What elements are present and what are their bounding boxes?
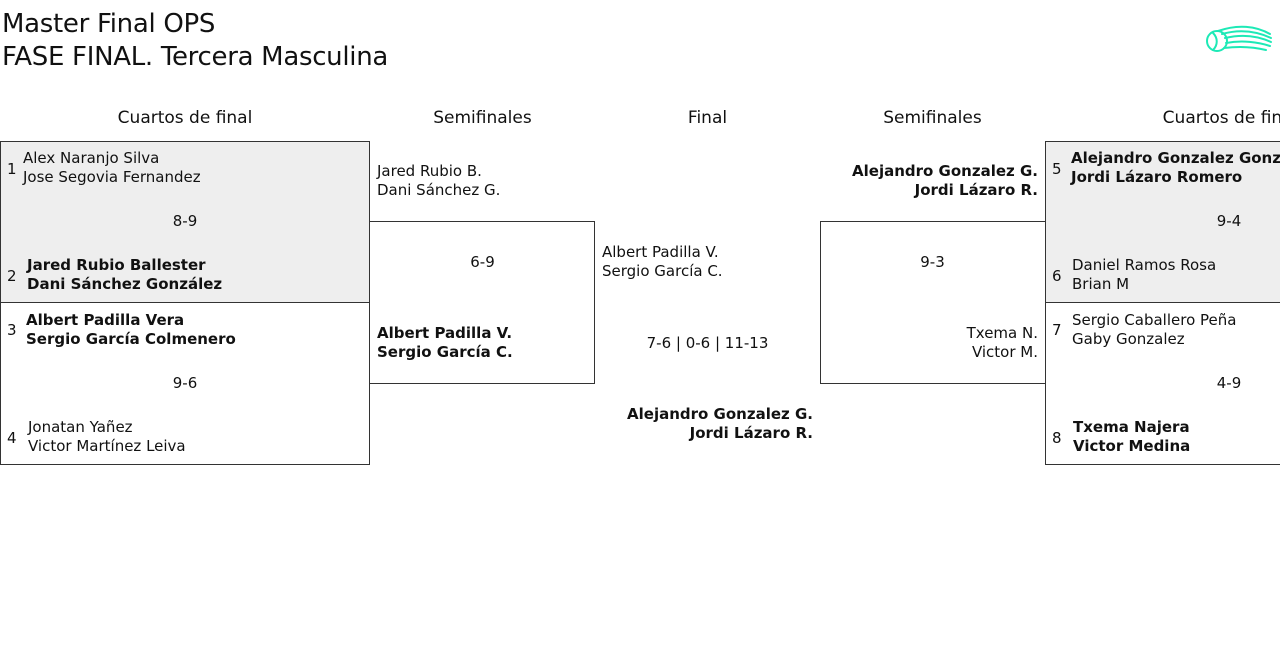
quarterfinal-match-4[interactable] <box>1045 302 1280 465</box>
semifinal-left-team-2-winner: Albert Padilla V. Sergio García C. <box>377 324 513 362</box>
quarterfinal-match-3[interactable] <box>1045 141 1280 303</box>
player-name: Albert Padilla V. <box>602 243 719 261</box>
semifinal-left-team-1: Jared Rubio B. Dani Sánchez G. <box>377 162 500 200</box>
player-name: Jordi Lázaro R. <box>914 181 1038 199</box>
player-name: Jose Segovia Fernandez <box>23 168 201 186</box>
player-name: Alejandro Gonzalez G. <box>627 405 813 423</box>
match-score: 9-6 <box>172 374 198 392</box>
match-score: 9-4 <box>1216 212 1242 230</box>
player-name: Jonatan Yañez <box>28 418 133 436</box>
team-seed-7: Sergio Caballero Peña Gaby Gonzalez <box>1072 311 1236 349</box>
seed-number: 2 <box>7 267 17 285</box>
team-seed-6: Daniel Ramos Rosa Brian M <box>1072 256 1216 294</box>
match-score: 8-9 <box>172 212 198 230</box>
match-score: 9-3 <box>920 253 945 271</box>
seed-number: 1 <box>7 160 17 178</box>
column-header-semifinals-right: Semifinales <box>883 108 982 128</box>
semifinal-right-team-2: Txema N. Victor M. <box>967 324 1038 362</box>
player-name: Alejandro Gonzalez Gonzalez <box>1071 149 1280 167</box>
tennis-ball-logo-icon <box>1204 20 1274 62</box>
seed-number: 4 <box>7 429 17 447</box>
seed-number: 3 <box>7 321 17 339</box>
player-name: Brian M <box>1072 275 1130 293</box>
player-name: Alex Naranjo Silva <box>23 149 160 167</box>
player-name: Victor Martínez Leiva <box>28 437 186 455</box>
player-name: Albert Padilla V. <box>377 324 513 342</box>
player-name: Sergio Caballero Peña <box>1072 311 1237 329</box>
team-seed-8-winner: Txema Najera Victor Medina <box>1073 418 1190 456</box>
player-name: Sergio García Colmenero <box>26 330 236 348</box>
player-name: Sergio García C. <box>602 262 723 280</box>
column-header-quarterfinals-left: Cuartos de final <box>117 108 253 128</box>
final-team-1: Albert Padilla V. Sergio García C. <box>602 243 723 281</box>
player-name: Jared Rubio Ballester <box>27 256 206 274</box>
seed-number: 8 <box>1052 429 1062 447</box>
team-seed-5-winner: Alejandro Gonzalez Gonzalez Jordi Lázaro… <box>1071 149 1280 187</box>
team-seed-3-winner: Albert Padilla Vera Sergio García Colmen… <box>26 311 236 349</box>
column-header-final: Final <box>687 108 728 128</box>
semifinal-match-left[interactable] <box>369 221 595 384</box>
match-score: 6-9 <box>470 253 495 271</box>
player-name: Albert Padilla Vera <box>26 311 185 329</box>
match-score: 4-9 <box>1216 374 1242 392</box>
seed-number: 6 <box>1052 267 1062 285</box>
player-name: Txema Najera <box>1073 418 1190 436</box>
player-name: Victor M. <box>971 343 1038 361</box>
column-header-quarterfinals-right: Cuartos de final <box>1162 108 1280 128</box>
final-score: 7-6 | 0-6 | 11-13 <box>646 334 769 352</box>
team-seed-1: Alex Naranjo Silva Jose Segovia Fernande… <box>23 149 201 187</box>
column-header-semifinals-left: Semifinales <box>433 108 532 128</box>
player-name: Dani Sánchez González <box>27 275 223 293</box>
player-name: Alejandro Gonzalez G. <box>852 162 1038 180</box>
seed-number: 5 <box>1052 160 1062 178</box>
player-name: Victor Medina <box>1073 437 1191 455</box>
seed-number: 7 <box>1052 321 1062 339</box>
tournament-subtitle: FASE FINAL. Tercera Masculina <box>2 42 389 72</box>
player-name: Jordi Lázaro Romero <box>1071 168 1243 186</box>
player-name: Jared Rubio B. <box>377 162 482 180</box>
player-name: Daniel Ramos Rosa <box>1072 256 1217 274</box>
team-seed-4: Jonatan Yañez Victor Martínez Leiva <box>28 418 186 456</box>
player-name: Txema N. <box>966 324 1038 342</box>
tournament-title: Master Final OPS <box>2 9 216 39</box>
player-name: Gaby Gonzalez <box>1072 330 1185 348</box>
player-name: Jordi Lázaro R. <box>689 424 813 442</box>
final-team-2-winner: Alejandro Gonzalez G. Jordi Lázaro R. <box>627 405 813 443</box>
team-seed-2-winner: Jared Rubio Ballester Dani Sánchez Gonzá… <box>27 256 222 294</box>
semifinal-right-team-1-winner: Alejandro Gonzalez G. Jordi Lázaro R. <box>852 162 1038 200</box>
player-name: Dani Sánchez G. <box>377 181 501 199</box>
player-name: Sergio García C. <box>377 343 513 361</box>
